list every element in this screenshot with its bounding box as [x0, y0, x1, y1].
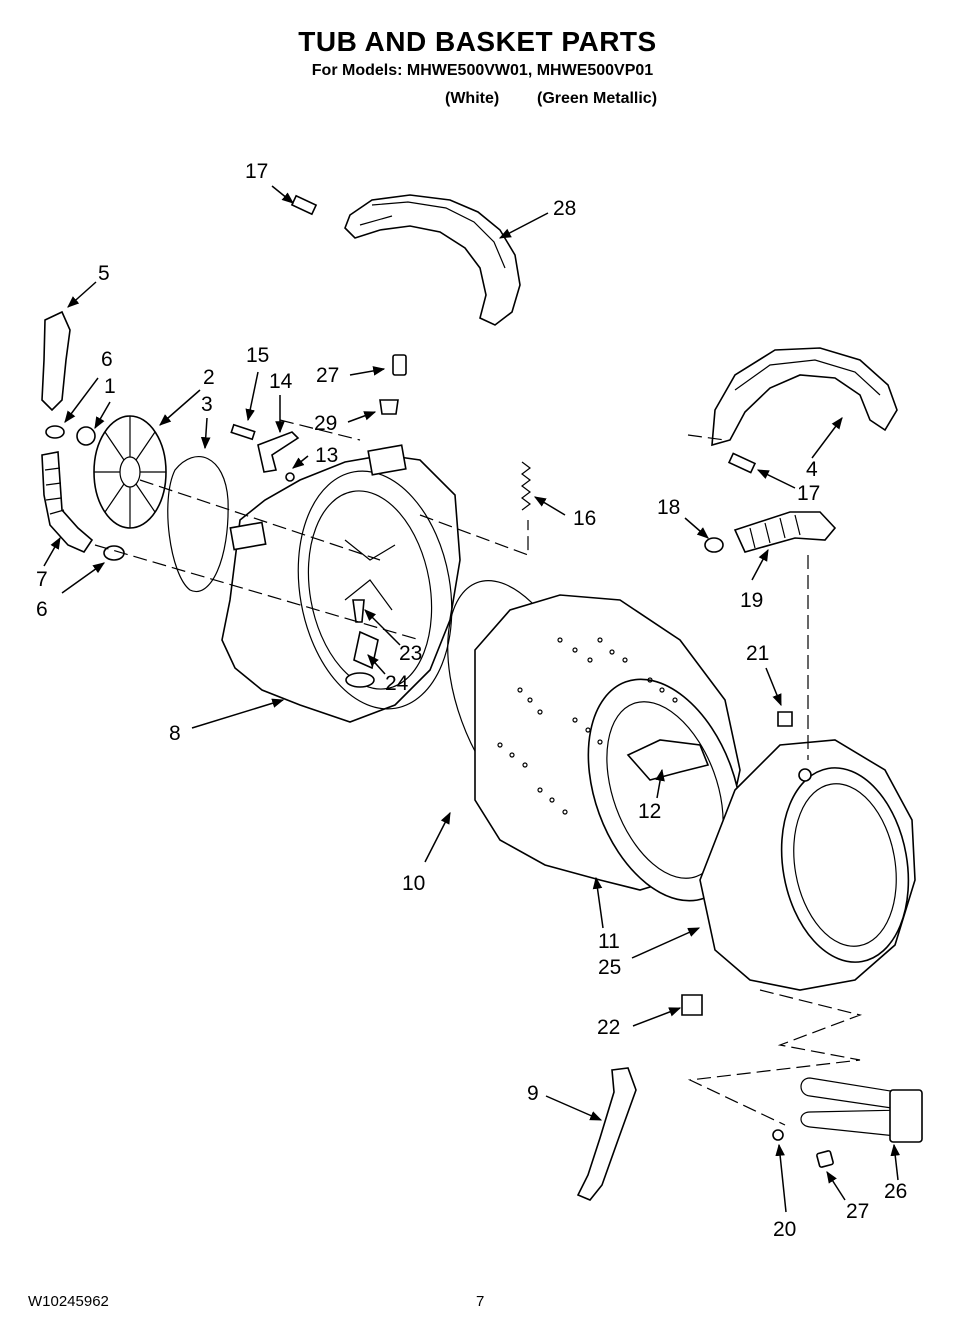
callout-7: 7	[36, 568, 48, 591]
variant-white: (White)	[445, 90, 500, 107]
assembly-line-1	[94, 544, 421, 641]
part-16-spring	[521, 461, 531, 511]
page-title: TUB AND BASKET PARTS	[298, 26, 657, 57]
callout-labels: 17 28 5 6 1 2 3 15 14 27 29 13 16 18 19 …	[36, 160, 907, 1241]
callout-24: 24	[385, 672, 409, 695]
callout-18: 18	[657, 496, 680, 519]
part-3-belt	[167, 456, 229, 593]
callout-4: 4	[806, 458, 818, 481]
part-2-pulley	[93, 415, 167, 529]
callout-26: 26	[884, 1180, 907, 1203]
part-17-bolt-lower	[727, 452, 757, 474]
document-id: W10245962	[28, 1293, 109, 1310]
models-line: For Models: MHWE500VW01, MHWE500VP01	[311, 62, 654, 79]
part-13-washer	[285, 472, 295, 482]
callout-21: 21	[746, 642, 769, 665]
callout-1: 1	[104, 375, 116, 398]
assembly-line-2	[139, 479, 381, 561]
part-4-counterweight	[711, 347, 898, 447]
callout-2: 2	[203, 366, 215, 389]
callout-12: 12	[638, 800, 661, 823]
part-26-heater	[800, 1077, 923, 1143]
callout-17-top: 17	[245, 160, 268, 183]
part-27-sensor-top	[392, 354, 407, 376]
callout-29: 29	[314, 412, 337, 435]
part-27-sensor-lower	[816, 1150, 834, 1168]
callout-6-top: 6	[101, 348, 113, 371]
callout-20: 20	[773, 1218, 796, 1241]
part-1-nut	[76, 426, 96, 446]
part-5-bracket	[41, 310, 71, 412]
part-23-screw	[352, 599, 365, 623]
part-11-basket	[474, 594, 743, 902]
callout-11: 11	[598, 930, 620, 953]
callout-23: 23	[399, 642, 422, 665]
assembly-line-6	[687, 989, 863, 1126]
part-7-hose	[41, 451, 94, 554]
part-6-clamp-top	[45, 425, 65, 439]
callout-8: 8	[169, 722, 181, 745]
part-25-front-tub	[699, 739, 916, 991]
callout-14: 14	[269, 370, 293, 393]
part-28-counterweight	[344, 194, 521, 326]
callout-3: 3	[201, 393, 213, 416]
assembly-line-4	[687, 434, 726, 441]
part-21-clip	[777, 711, 793, 727]
part-15-screw	[230, 423, 256, 441]
callout-9: 9	[527, 1082, 539, 1105]
callout-5: 5	[98, 262, 110, 285]
part-9-shock	[576, 1067, 637, 1201]
part-17-bolt-top	[290, 194, 318, 216]
callout-16: 16	[573, 507, 596, 530]
part-8-rear-tub	[221, 444, 461, 723]
callout-27-top: 27	[316, 364, 339, 387]
callout-28: 28	[553, 197, 576, 220]
page-number: 7	[476, 1293, 485, 1310]
variant-green-metallic: (Green Metallic)	[537, 90, 658, 107]
callout-10: 10	[402, 872, 425, 895]
assembly-line-7	[279, 419, 361, 441]
callout-19: 19	[740, 589, 763, 612]
part-19-hose	[733, 511, 837, 553]
part-20-nut	[772, 1129, 784, 1141]
callout-22: 22	[597, 1016, 620, 1039]
callout-17-lower: 17	[797, 482, 820, 505]
leader-arrows	[43, 185, 900, 1213]
callout-15: 15	[246, 344, 269, 367]
part-12-baffle	[626, 739, 710, 781]
callout-27-lower: 27	[846, 1200, 869, 1223]
part-14-bracket	[257, 431, 300, 473]
callout-25: 25	[598, 956, 621, 979]
callout-6-lower: 6	[36, 598, 48, 621]
part-18-clamp	[704, 537, 724, 553]
part-29-grommet	[379, 399, 399, 415]
callout-13: 13	[315, 444, 338, 467]
part-22-seal	[681, 994, 703, 1016]
part-24-foot	[345, 672, 375, 688]
